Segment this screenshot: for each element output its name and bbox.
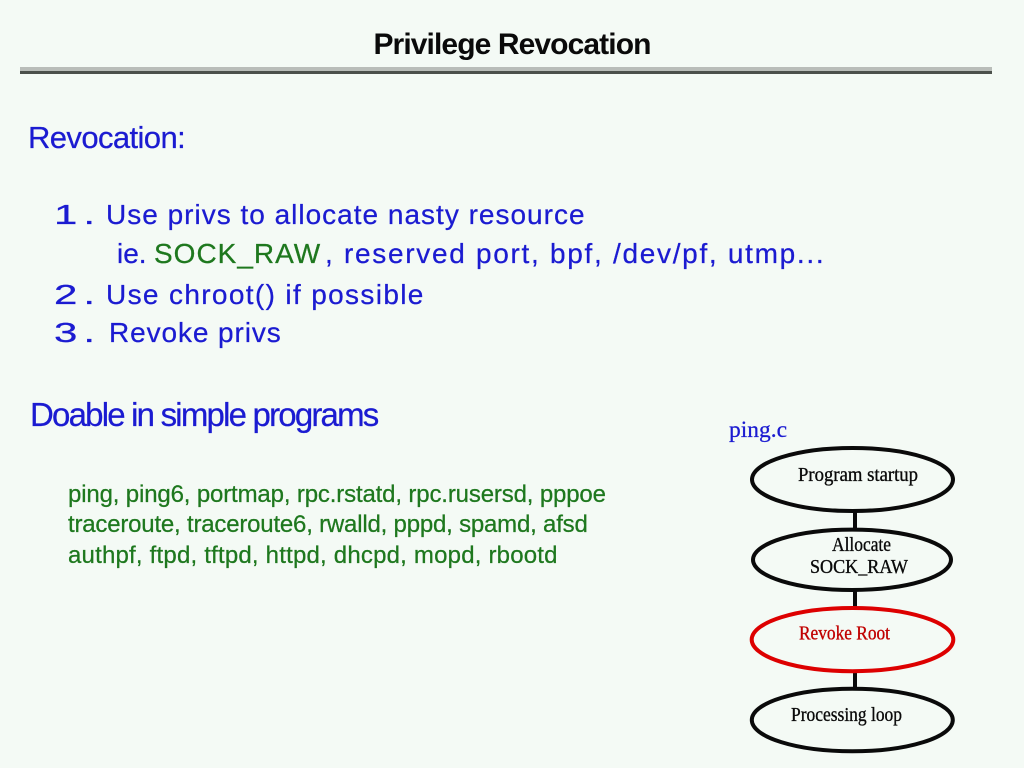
svg-text:Allocate: Allocate [832,534,891,556]
svg-text:SOCK_RAW: SOCK_RAW [810,556,908,578]
svg-text:Program startup: Program startup [798,464,918,486]
svg-text:Processing loop: Processing loop [791,704,902,726]
svg-text:Revoke Root: Revoke Root [799,623,890,645]
